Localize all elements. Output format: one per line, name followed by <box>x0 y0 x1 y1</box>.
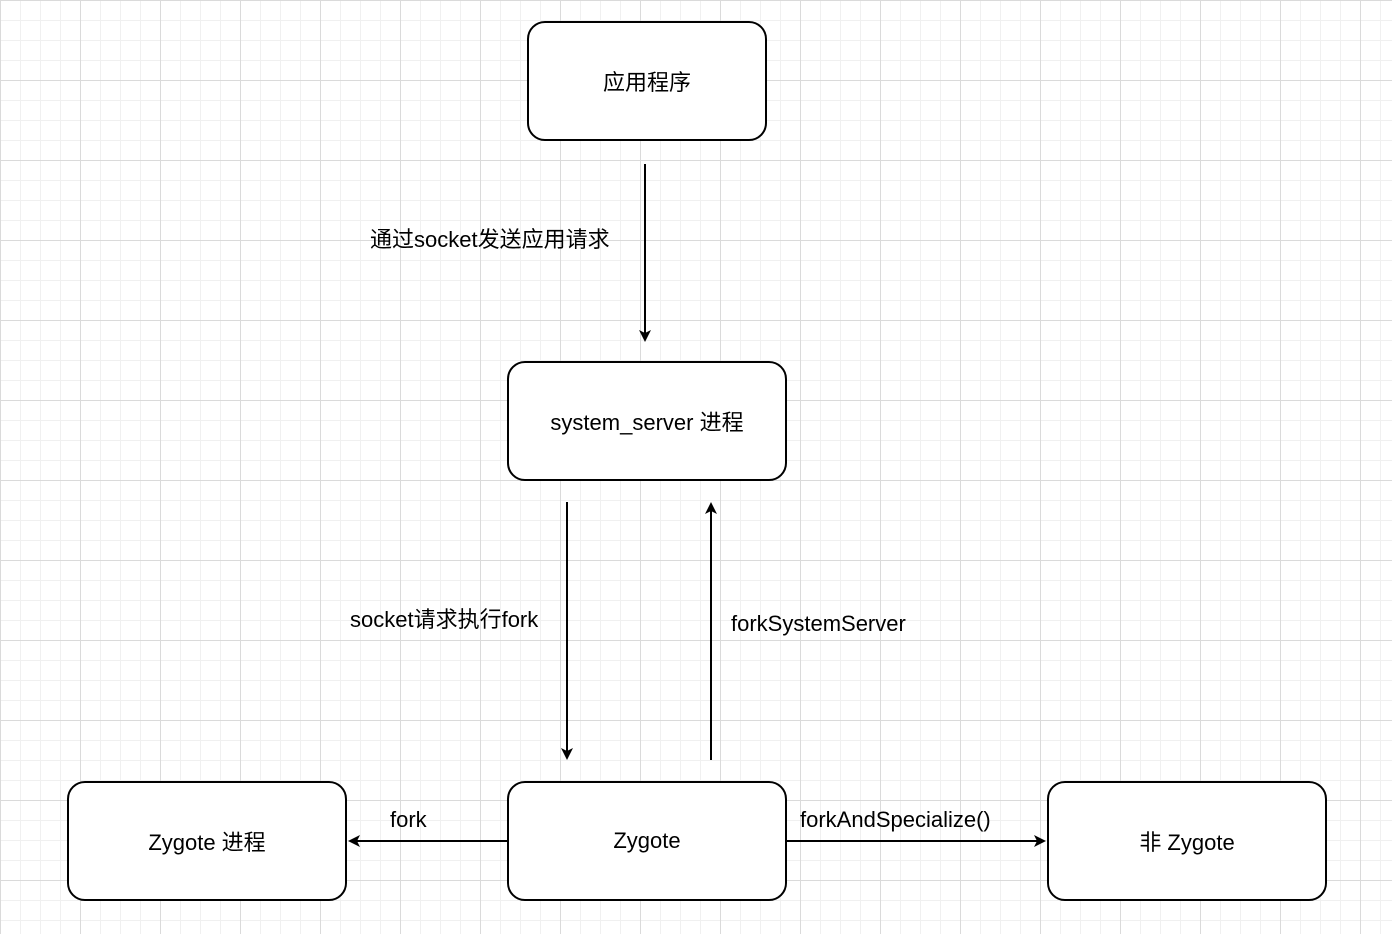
edge-label-app-to-system-server: 通过socket发送应用请求 <box>370 227 610 252</box>
non-zygote-node[interactable]: 非 Zygote <box>1047 781 1327 901</box>
zygote-process-node-label: Zygote 进程 <box>148 830 266 855</box>
system-server-node[interactable]: system_server 进程 <box>507 361 787 481</box>
edge-label-zygote-to-system-server: forkSystemServer <box>731 611 906 636</box>
app-node[interactable]: 应用程序 <box>527 21 767 141</box>
system-server-node-label: system_server 进程 <box>550 410 744 435</box>
app-node-label: 应用程序 <box>602 70 691 95</box>
edge-label-system-server-to-zygote: socket请求执行fork <box>350 607 539 632</box>
zygote-node[interactable]: Zygote <box>507 781 787 901</box>
edge-label-zygote-to-zygote-process: fork <box>390 807 427 832</box>
zygote-process-node[interactable]: Zygote 进程 <box>67 781 347 901</box>
non-zygote-node-label: 非 Zygote <box>1139 830 1235 855</box>
zygote-node-label: Zygote <box>613 828 681 853</box>
edge-label-zygote-to-non-zygote: forkAndSpecialize() <box>800 807 991 832</box>
